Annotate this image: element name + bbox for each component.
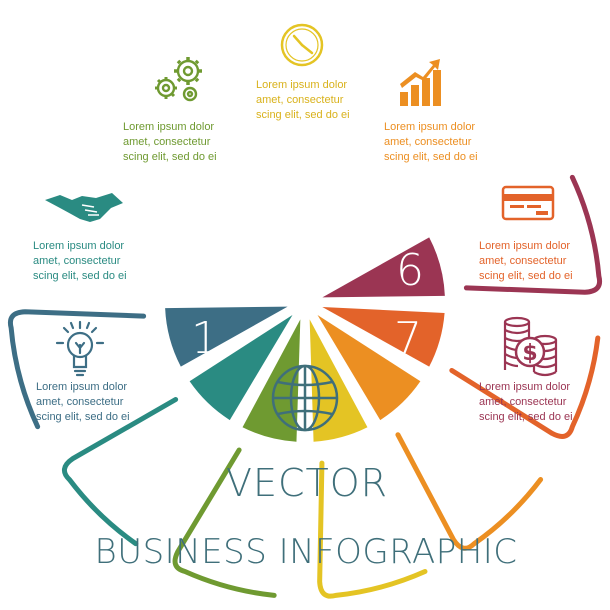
segment-3-description: Lorem ipsum dolor amet, consectetur scin… [123,121,217,163]
globe-icon [271,364,339,432]
segment-number-3: 3 [228,190,256,241]
segment-wedge-4 [309,319,368,442]
segment-2-description: Lorem ipsum dolor amet, consectetur scin… [33,240,127,282]
wedge-group [165,237,445,442]
title-vector: VECTOR [226,461,388,505]
segment-number-1: 1 [191,313,219,364]
svg-text:$: $ [522,341,537,366]
segment-7-description: Lorem ipsum dolor amet, consectetur scin… [479,381,573,423]
segment-number-6: 6 [396,245,424,296]
segment-rim-3 [172,447,277,598]
segment-rim-5 [395,432,544,551]
segment-1-description: Lorem ipsum dolor amet, consectetur scin… [36,381,130,423]
segment-rim-1 [7,309,147,430]
gears-icon [155,57,202,102]
handshake-icon [45,193,123,222]
segment-wedge-6 [322,306,445,367]
title-business-infographic: BUSINESS INFOGRAPHIC [94,532,517,572]
bar-chart-growth-icon [400,59,441,106]
lightbulb-icon [55,320,105,377]
segment-number-4: 4 [288,168,316,219]
coins-dollar-icon: $ [503,316,558,377]
segment-wedge-1 [165,306,288,367]
segment-wedge-3 [242,319,301,442]
credit-card-icon [501,185,555,221]
segment-6-description: Lorem ipsum dolor amet, consectetur scin… [479,240,573,282]
segment-wedge-7 [322,237,445,298]
segment-rim-7 [463,174,603,295]
outer-rim-group [7,174,603,599]
segment-wedge-5 [317,314,421,421]
segment-rim-6 [449,335,601,439]
segment-5-description: Lorem ipsum dolor amet, consectetur scin… [384,121,478,163]
clock-icon [280,23,324,67]
segment-rim-4 [317,460,428,599]
segment-rim-2 [62,396,179,547]
segment-4-description: Lorem ipsum dolor amet, consectetur scin… [256,79,350,121]
segment-number-7: 7 [394,313,422,364]
segment-number-5: 5 [358,190,386,241]
segment-wedge-2 [189,314,293,421]
segment-number-2: 2 [189,245,217,296]
